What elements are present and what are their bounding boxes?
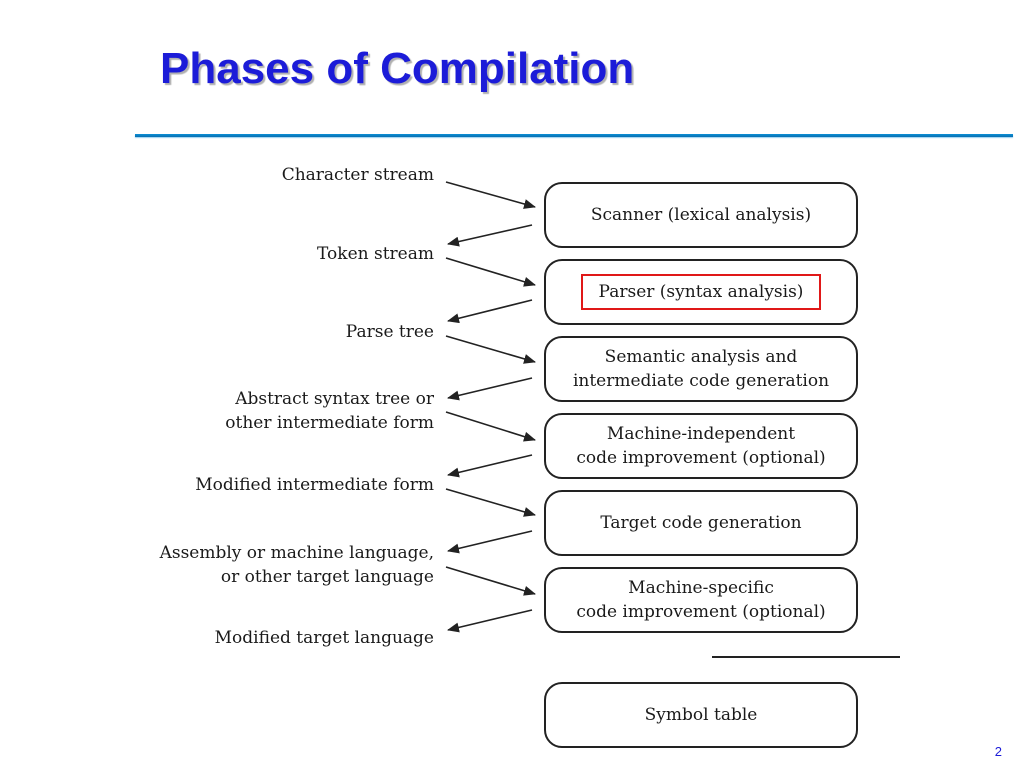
arrow-machinespec-to-modifiedtarget: [447, 609, 533, 633]
arrow-assembly-to-machinespec: [445, 566, 536, 596]
arrow-machineindep-to-modified: [447, 454, 533, 478]
phase-label-semantic: Semantic analysis and intermediate code …: [572, 347, 830, 391]
arrow-modified-to-target: [445, 488, 536, 517]
symbol-table-label: Symbol table: [644, 705, 758, 725]
phase-box-target-codegen: Target code generation: [544, 490, 858, 556]
phase-label-machine-specific: Machine-specific code improvement (optio…: [576, 578, 826, 622]
phase-label-parser: Parser (syntax analysis): [580, 274, 822, 310]
stream-label-character: Character stream: [281, 165, 434, 185]
slide-title: Phases of Compilation: [160, 44, 635, 93]
phase-label-scanner: Scanner (lexical analysis): [590, 205, 812, 225]
arrow-token-to-parser: [445, 257, 536, 287]
stream-label-modified-target: Modified target language: [214, 628, 434, 648]
arrow-target-to-assembly: [447, 530, 533, 554]
symbol-table-box: Symbol table: [544, 682, 858, 748]
arrow-ast-to-machineindep: [445, 411, 536, 442]
stream-label-modified-intermediate: Modified intermediate form: [195, 475, 434, 495]
phase-box-machine-independent: Machine-independent code improvement (op…: [544, 413, 858, 479]
phase-label-target-codegen: Target code generation: [600, 513, 802, 533]
stream-label-ast: Abstract syntax tree or other intermedia…: [225, 389, 434, 433]
arrow-parser-to-parsetree: [447, 299, 533, 324]
phase-label-machine-independent: Machine-independent code improvement (op…: [576, 424, 826, 468]
title-underline: [135, 134, 1013, 137]
phase-box-semantic: Semantic analysis and intermediate code …: [544, 336, 858, 402]
page-number: 2: [994, 744, 1002, 759]
arrow-parsetree-to-semantic: [445, 335, 536, 364]
arrow-semantic-to-ast: [447, 377, 533, 401]
phase-box-scanner: Scanner (lexical analysis): [544, 182, 858, 248]
arrow-character-to-scanner: [445, 181, 536, 209]
stream-label-assembly: Assembly or machine language, or other t…: [159, 543, 434, 587]
phase-box-parser: Parser (syntax analysis): [544, 259, 858, 325]
stream-label-token: Token stream: [317, 244, 434, 264]
phase-box-machine-specific: Machine-specific code improvement (optio…: [544, 567, 858, 633]
stream-label-parse-tree: Parse tree: [345, 322, 434, 342]
arrow-scanner-to-token: [447, 224, 533, 247]
